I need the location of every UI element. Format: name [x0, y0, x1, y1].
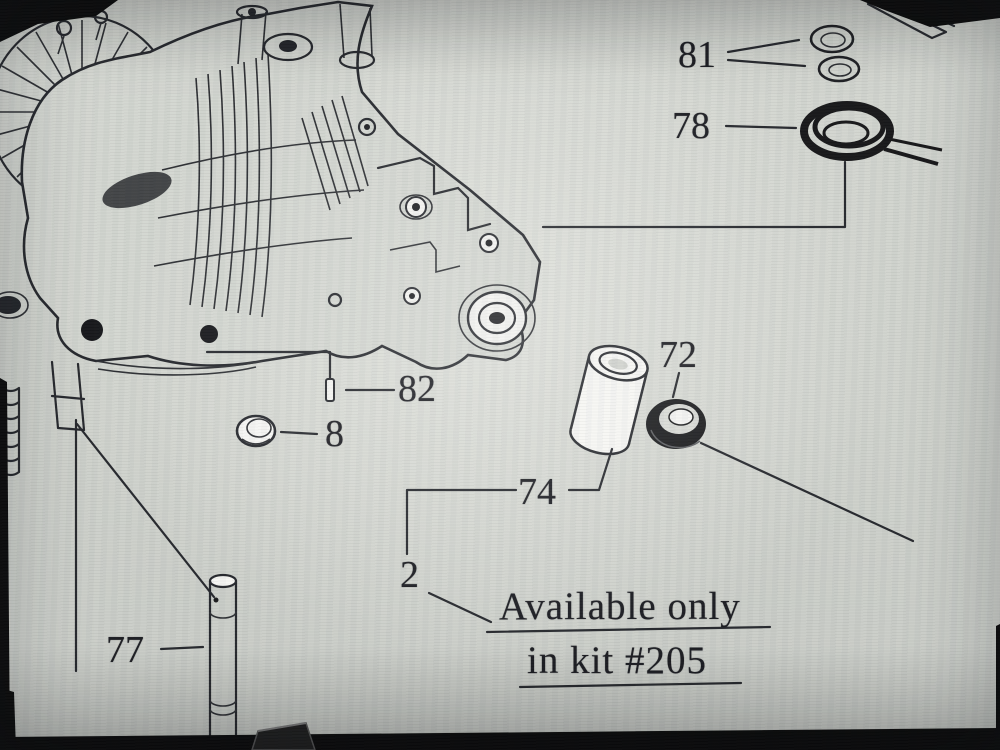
callout-2: 2 — [400, 554, 419, 596]
callout-74: 74 — [518, 471, 556, 513]
part-72-seal — [646, 399, 706, 449]
kit-note-line2: in kit #205 — [527, 639, 708, 682]
leader-lines — [74, 38, 915, 689]
part-8-plug — [235, 414, 277, 448]
part-77-pin — [208, 573, 238, 744]
callout-81: 81 — [678, 34, 716, 76]
part-82-pin — [325, 378, 335, 402]
bottom-edge-part — [251, 722, 316, 750]
callout-78: 78 — [672, 105, 710, 147]
part-78-coil — [800, 101, 943, 166]
callout-72: 72 — [659, 334, 697, 376]
kit-note-line1: Available only — [499, 585, 741, 628]
callout-77: 77 — [106, 629, 144, 671]
part-74-bushing — [569, 344, 649, 456]
callout-82: 82 — [398, 368, 436, 410]
transaxle-housing — [0, 0, 542, 432]
part-81-rings — [809, 0, 956, 83]
callout-8: 8 — [325, 413, 344, 455]
